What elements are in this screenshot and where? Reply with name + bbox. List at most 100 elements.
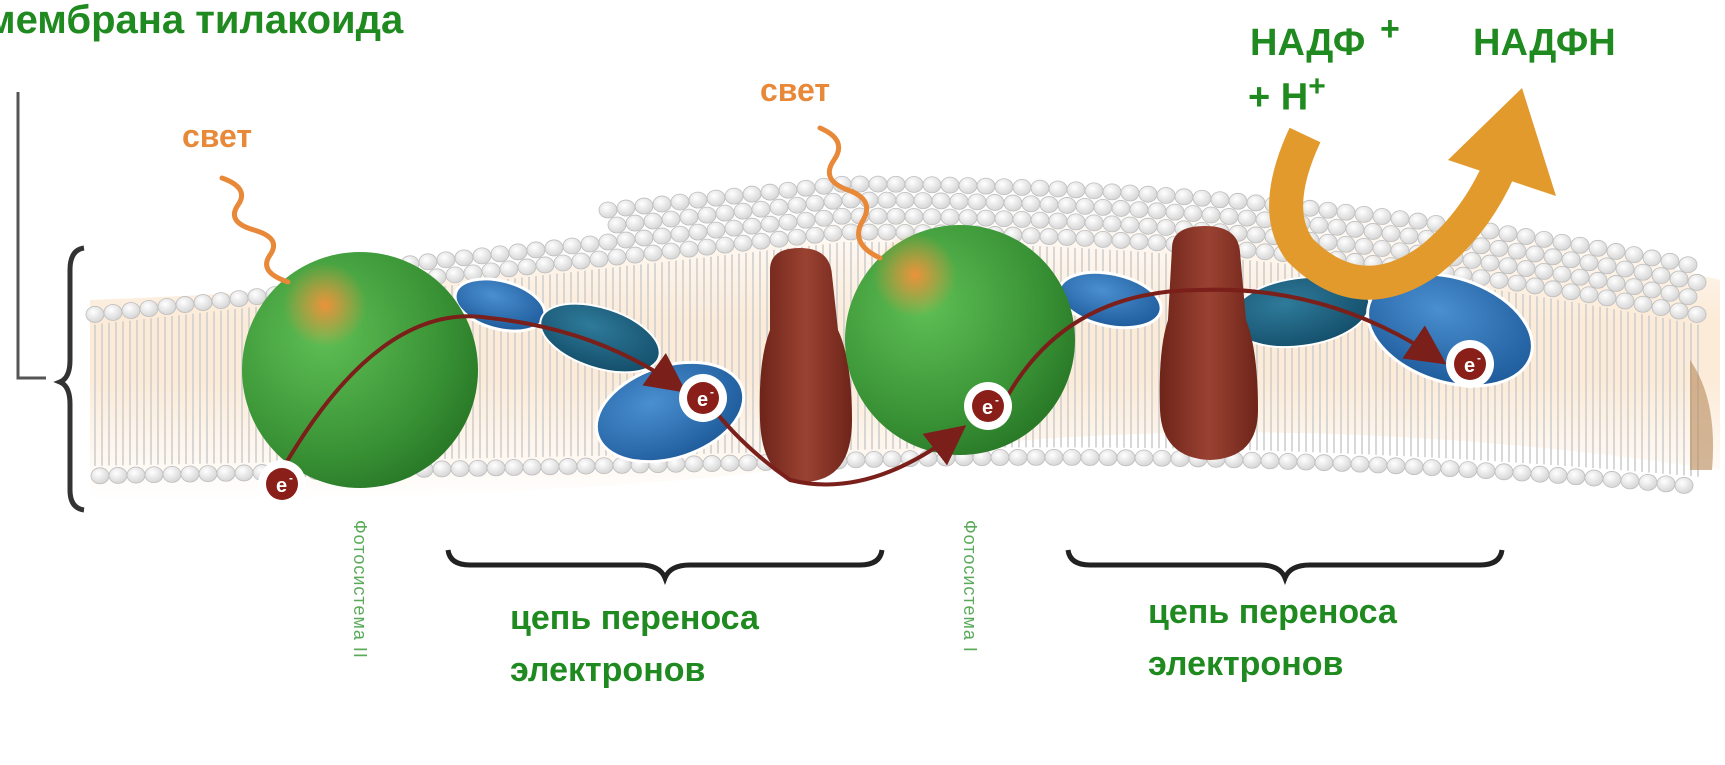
lipid-head <box>959 178 977 194</box>
lipid-head <box>1544 249 1562 265</box>
lipid-head <box>703 456 721 472</box>
lipid-head <box>1099 450 1117 466</box>
lipid-head <box>1535 263 1553 279</box>
lipid-head <box>536 257 554 273</box>
lipid-head <box>1121 185 1139 201</box>
lipid-head <box>644 245 662 261</box>
lipid-head <box>455 250 473 266</box>
lipid-head <box>1297 454 1315 470</box>
lipid-head <box>599 202 617 218</box>
svg-text:е: е <box>982 397 993 419</box>
lipid-head <box>1373 241 1391 257</box>
lipid-head <box>527 242 545 258</box>
lipid-head <box>1261 453 1279 469</box>
lipid-head <box>797 180 815 196</box>
lipid-head <box>653 228 671 244</box>
lipid-head <box>1238 242 1256 258</box>
lipid-head <box>1027 449 1045 465</box>
lipid-head <box>91 468 109 484</box>
proton-label: + Н+ <box>1248 70 1326 120</box>
lipid-head <box>797 212 815 228</box>
lipid-head <box>1211 192 1229 208</box>
lipid-head <box>1094 199 1112 215</box>
lipid-head <box>1040 229 1058 245</box>
lipid-head <box>581 236 599 252</box>
lipid-head <box>230 291 248 307</box>
lipid-head <box>1679 257 1697 273</box>
photosystem-2-label: Фотосистема II <box>349 520 370 659</box>
lipid-head <box>1589 272 1607 288</box>
lipid-head <box>1301 200 1319 216</box>
light-absorption-glow-1 <box>283 263 367 347</box>
lipid-head <box>163 466 181 482</box>
lipid-head <box>1526 278 1544 294</box>
lipid-head <box>1670 303 1688 319</box>
lipid-head <box>968 194 986 210</box>
lipid-head <box>1477 463 1495 479</box>
lipid-head <box>1598 290 1616 306</box>
lipid-head <box>1117 450 1135 466</box>
lipid-head <box>617 232 635 248</box>
lipid-head <box>1459 462 1477 478</box>
lipid-head <box>1400 228 1418 244</box>
lipid-head <box>991 450 1009 466</box>
lipid-head <box>1279 453 1297 469</box>
lipid-head <box>559 458 577 474</box>
lipid-head <box>1148 235 1166 251</box>
lipid-head <box>1391 211 1409 227</box>
lipid-head <box>446 267 464 283</box>
lipid-head <box>500 261 518 277</box>
lipid-head <box>1067 214 1085 230</box>
lipid-head <box>1553 266 1571 282</box>
lipid-head <box>725 188 743 204</box>
light-absorption-glow-2 <box>873 233 957 317</box>
lipid-head <box>1639 474 1657 490</box>
lipid-head <box>932 193 950 209</box>
lipid-head <box>217 465 235 481</box>
lipid-head <box>518 259 536 275</box>
lipid-head <box>635 198 653 214</box>
lipid-head <box>1315 455 1333 471</box>
lipid-head <box>689 192 707 208</box>
lipid-head <box>1337 204 1355 220</box>
lipid-head <box>1499 258 1517 274</box>
proton-text: + Н <box>1248 77 1308 119</box>
lipid-head <box>473 248 491 264</box>
lipid-head <box>554 255 572 271</box>
lipid-head <box>887 176 905 192</box>
lipid-head <box>1076 198 1094 214</box>
lipid-head <box>451 461 469 477</box>
lipid-head <box>995 179 1013 195</box>
lipid-head <box>181 466 199 482</box>
lipid-head <box>1544 281 1562 297</box>
electron-symbol-1: е <box>276 475 287 497</box>
electron-badge-3: е - <box>964 382 1012 430</box>
svg-text:-: - <box>289 471 293 485</box>
lipid-head <box>869 208 887 224</box>
lipid-head <box>887 208 905 224</box>
lipid-head <box>1517 229 1535 245</box>
electron-badge-2: е - <box>679 374 727 422</box>
lipid-head <box>1531 466 1549 482</box>
lipid-head <box>487 460 505 476</box>
lipid-head <box>469 460 487 476</box>
lipid-head <box>1103 184 1121 200</box>
lipid-head <box>563 238 581 254</box>
lipid-head <box>1243 452 1261 468</box>
lipid-head <box>1603 471 1621 487</box>
lipid-head <box>572 253 590 269</box>
lipid-head <box>608 249 626 265</box>
lipid-head <box>905 176 923 192</box>
lipid-head <box>1103 216 1121 232</box>
lipid-head <box>1409 213 1427 229</box>
lipid-head <box>959 210 977 226</box>
lipid-head <box>1022 196 1040 212</box>
lipid-head <box>104 304 122 320</box>
chain-brace-2 <box>1068 550 1502 578</box>
lipid-head <box>847 452 865 468</box>
lipid-head <box>1490 272 1508 288</box>
lipid-head <box>815 210 833 226</box>
lipid-head <box>1031 180 1049 196</box>
lipid-head <box>419 254 437 270</box>
lipid-head <box>1247 195 1265 211</box>
